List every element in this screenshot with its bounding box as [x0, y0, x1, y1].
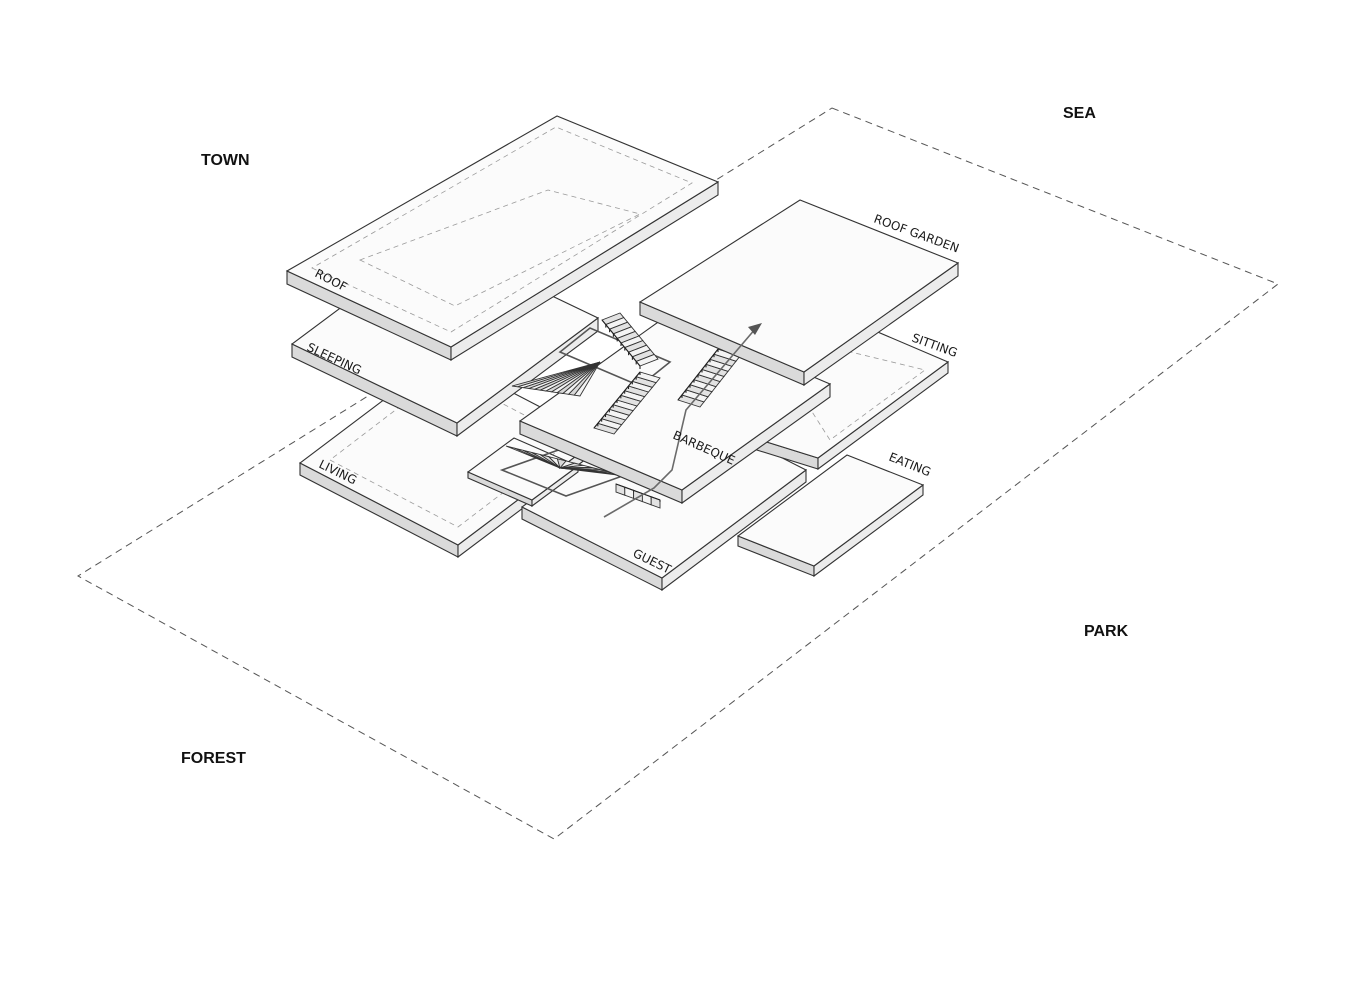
- stair-rail: [601, 319, 641, 367]
- entry-landing: [466, 437, 580, 508]
- label-park: PARK: [1084, 623, 1129, 640]
- slab-roof: [285, 115, 720, 361]
- label-forest: FOREST: [181, 750, 246, 767]
- stair-rail: [677, 343, 723, 401]
- stair-guest: [615, 483, 661, 509]
- slab-roof-garden: [638, 199, 960, 387]
- circulation-arrow-head: [748, 323, 762, 335]
- slab-eating: [736, 454, 925, 578]
- label-town: TOWN: [201, 152, 250, 169]
- stair-lower-fan: [505, 445, 627, 477]
- stair-diagonal-lower: [593, 371, 661, 435]
- stair-rail: [593, 371, 641, 429]
- stair-frame-upper: [558, 327, 672, 387]
- label-sea: SEA: [1063, 105, 1096, 122]
- stair-mid-fan: [511, 361, 601, 397]
- stair-rail: [615, 483, 661, 501]
- stair-fan-tread: [573, 361, 601, 397]
- circulation-path: [603, 323, 762, 518]
- stair-upper: [601, 312, 659, 369]
